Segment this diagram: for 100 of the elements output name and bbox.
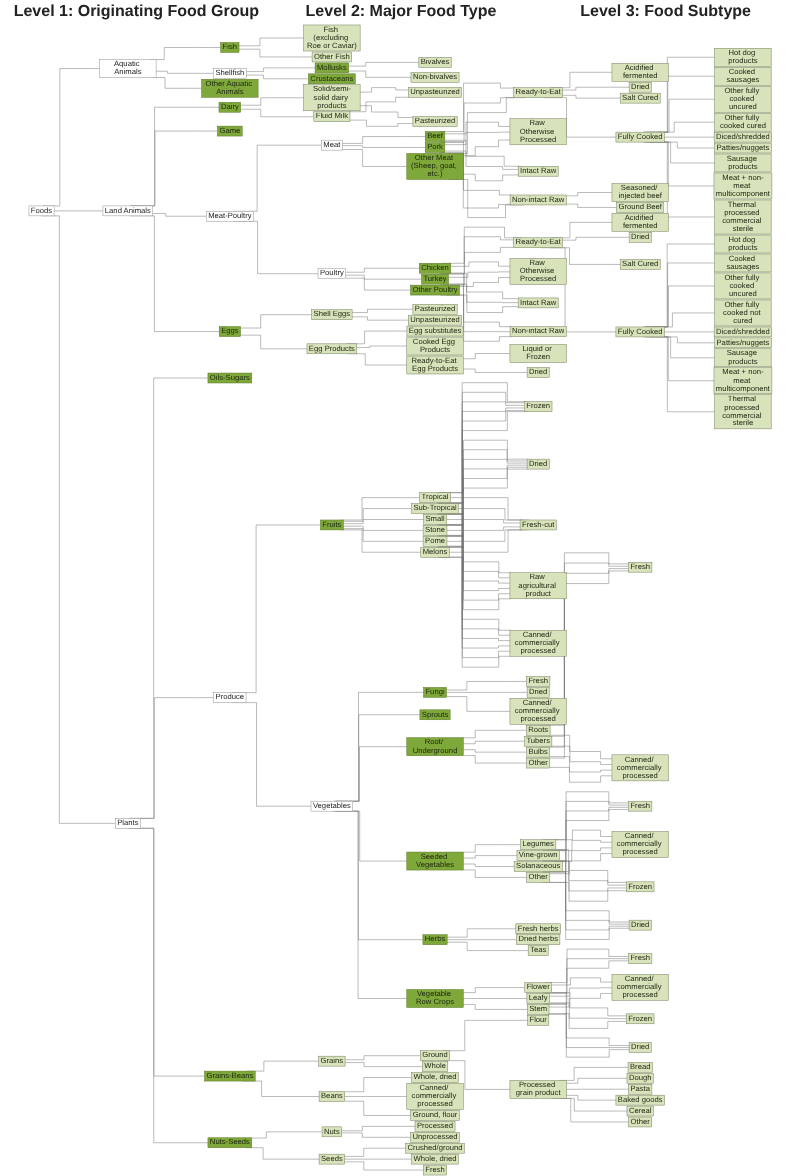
connector <box>445 131 511 145</box>
connector <box>345 1158 413 1159</box>
connector <box>357 345 408 348</box>
connector <box>544 960 630 1005</box>
connector <box>239 48 313 57</box>
connector <box>549 987 613 997</box>
connector <box>349 61 420 66</box>
connector <box>341 529 422 553</box>
connector <box>440 140 513 195</box>
connector <box>550 766 613 783</box>
connector <box>550 745 613 765</box>
connector <box>463 368 528 373</box>
connector <box>446 680 528 690</box>
connector <box>463 863 515 867</box>
connector <box>566 1094 617 1100</box>
connector <box>551 991 628 1016</box>
connector <box>664 136 715 137</box>
connector <box>458 507 524 520</box>
connector <box>566 203 618 208</box>
connector <box>664 331 715 332</box>
connector <box>447 939 518 940</box>
connector <box>342 135 427 144</box>
connector <box>246 74 310 79</box>
connector <box>343 507 413 522</box>
connector <box>156 70 215 74</box>
connector <box>550 852 613 874</box>
connector <box>566 191 613 196</box>
connector <box>563 94 621 98</box>
connector <box>463 173 519 181</box>
connector <box>246 67 316 72</box>
connector <box>240 314 313 328</box>
connector <box>550 734 613 759</box>
connector <box>342 145 427 148</box>
connector <box>463 749 528 752</box>
connector <box>463 854 518 858</box>
connector <box>341 497 421 520</box>
connector <box>446 695 511 712</box>
connector <box>54 210 104 211</box>
connector <box>463 139 511 156</box>
connector <box>346 277 412 290</box>
column-heading: Level 1: Originating Food Group <box>11 4 261 22</box>
connector <box>349 96 410 112</box>
connector <box>352 316 410 320</box>
connector <box>463 844 522 852</box>
connector <box>240 334 308 349</box>
column-heading: Level 2: Major Food Type <box>303 4 499 22</box>
connector <box>241 108 315 117</box>
connector <box>350 119 414 127</box>
connector <box>550 755 613 772</box>
connector <box>447 941 529 951</box>
connector <box>346 267 421 273</box>
connector <box>445 139 522 167</box>
connector <box>342 148 408 167</box>
connector <box>360 105 414 118</box>
connector <box>566 1077 628 1084</box>
connector <box>360 86 410 92</box>
connector <box>346 274 423 279</box>
connector <box>549 1002 628 1019</box>
connector <box>440 82 515 132</box>
connector <box>252 1131 323 1138</box>
connector <box>446 272 519 299</box>
connector <box>463 869 528 878</box>
connector <box>459 276 511 287</box>
connector <box>551 977 613 985</box>
connector <box>343 528 424 542</box>
connector <box>463 352 511 359</box>
connector <box>342 1132 412 1138</box>
connector <box>548 849 628 883</box>
connector <box>345 1100 412 1116</box>
connector <box>463 986 526 993</box>
connector <box>446 691 528 693</box>
connector <box>345 1095 408 1097</box>
connector <box>239 37 305 46</box>
connector <box>241 97 305 106</box>
connector <box>349 70 412 78</box>
connector <box>345 1076 413 1092</box>
connector <box>343 518 425 524</box>
connector <box>463 740 526 744</box>
column-heading: Level 3: Food Subtype <box>578 4 753 22</box>
connector <box>445 150 519 170</box>
connector <box>555 839 613 851</box>
connector <box>563 236 630 240</box>
connector <box>345 1147 407 1157</box>
connector <box>345 1061 424 1067</box>
connector <box>345 1161 425 1170</box>
connector <box>343 525 424 531</box>
connector <box>549 1012 628 1029</box>
connector <box>447 928 517 937</box>
connector <box>555 829 613 840</box>
connector <box>352 308 414 313</box>
connector <box>463 729 528 738</box>
connector <box>153 212 208 217</box>
connector <box>448 271 511 278</box>
connector <box>463 754 528 763</box>
connector <box>544 958 630 994</box>
connector <box>463 1003 529 1010</box>
connector <box>549 992 613 1007</box>
connector <box>451 261 511 267</box>
connector <box>345 1055 422 1060</box>
connector <box>446 518 521 523</box>
